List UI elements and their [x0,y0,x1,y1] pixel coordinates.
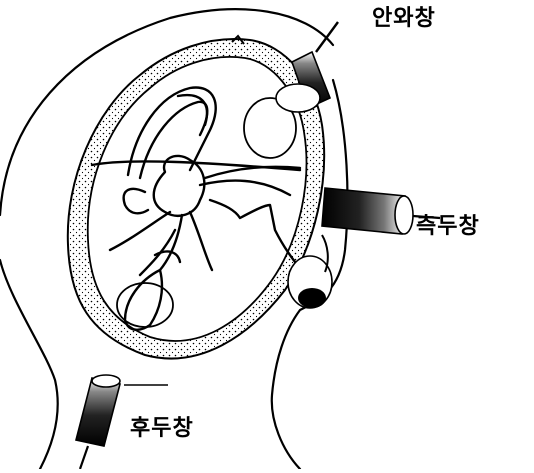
posterior-window-label: 후두창 [130,418,194,440]
orbital-window-label: 안와창 [372,8,436,30]
skull-cross-section [68,36,324,359]
lateral-window-label: 측두창 [416,216,480,238]
